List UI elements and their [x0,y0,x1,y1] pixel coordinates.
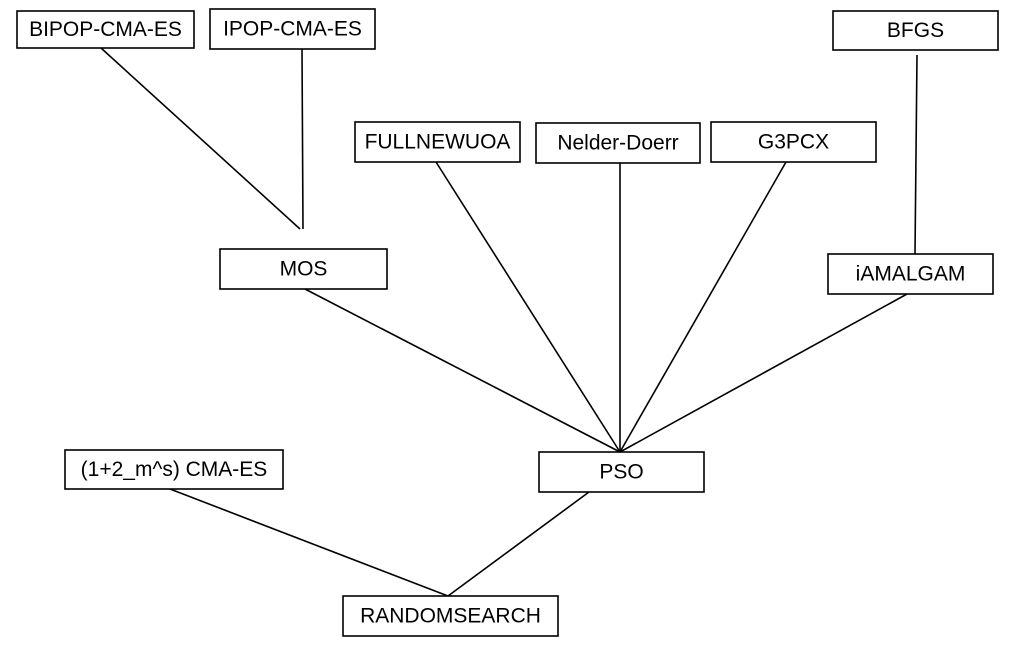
node-box-fullnewuoa [354,121,521,163]
node-box-cmaes [64,449,284,490]
edge-bfgs-to-iamalgam [914,54,918,255]
edge-cmaes-to-randomsearch [169,488,449,597]
node-cmaes: (1+2_m^s) CMA-ES [64,449,284,490]
node-label-fullnewuoa: FULLNEWUOA [365,131,511,154]
node-label-bfgs: BFGS [887,19,944,42]
node-label-mos: MOS [280,258,328,281]
node-layer: BIPOP-CMA-ES IPOP-CMA-ES BFGS FULLNEWUOA Nel… [16,8,999,637]
node-box-pso [538,451,705,493]
node-box-nelder [535,122,701,164]
node-fullnewuoa: FULLNEWUOA [354,121,521,163]
edge-mos-to-pso [304,288,621,453]
node-box-mos [219,248,388,290]
node-label-iamalgam: iAMALGAM [856,263,966,286]
edge-layer [100,47,918,597]
edge-bipop-to-mos [100,47,301,230]
node-box-g3pcx [710,121,877,163]
edge-ipop-to-mos [301,48,304,230]
node-bfgs: BFGS [832,10,999,51]
node-randomsearch: RANDOMSEARCH [342,595,559,637]
node-label-cmaes: (1+2_m^s) CMA-ES [81,458,268,481]
node-ipop: IPOP-CMA-ES [209,8,376,50]
node-label-ipop: IPOP-CMA-ES [223,18,362,41]
node-box-bipop [16,10,195,49]
node-label-nelder: Nelder-Doerr [557,132,678,155]
edge-fullnewuoa-to-pso [435,161,621,453]
node-iamalgam: iAMALGAM [827,253,994,295]
node-label-pso: PSO [599,461,643,484]
node-label-g3pcx: G3PCX [758,131,829,154]
node-box-iamalgam [827,253,994,295]
edge-pso-to-randomsearch [447,491,590,597]
edge-iamalgam-to-pso [619,293,908,453]
node-box-ipop [209,8,376,50]
node-pso: PSO [538,451,705,493]
node-mos: MOS [219,248,388,290]
edge-g3pcx-to-pso [619,161,787,453]
node-g3pcx: G3PCX [710,121,877,163]
node-label-randomsearch: RANDOMSEARCH [360,605,541,628]
node-bipop: BIPOP-CMA-ES [16,10,195,49]
node-box-bfgs [832,10,999,51]
node-box-randomsearch [342,595,559,637]
node-nelder: Nelder-Doerr [535,122,701,164]
node-label-bipop: BIPOP-CMA-ES [29,18,182,41]
